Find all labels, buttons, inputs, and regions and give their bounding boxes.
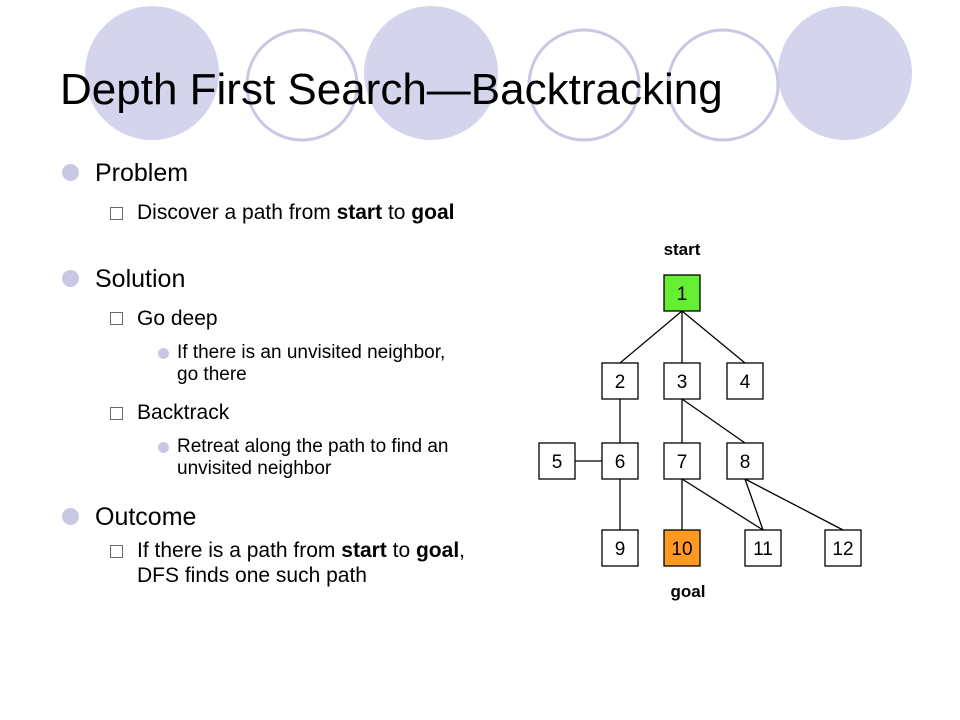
problem-heading: Problem [95,159,189,187]
tree-node-label: 4 [740,372,751,393]
tree-edge-1-2 [619,310,683,364]
tree-node-label: 8 [740,452,751,473]
tree-edge-3-8 [681,398,746,444]
tree-node-box [601,442,639,480]
tree-node-label: 3 [677,372,688,393]
text-fragment: If there is a path from [137,539,342,562]
text-fragment: , DFS finds one such path [137,539,465,587]
tree-node-label: 11 [753,539,773,560]
tree-edge-1-4 [681,310,746,364]
tree-node-6: 6 [601,442,639,480]
decorative-circles [85,6,912,142]
tree-node-9: 9 [601,529,639,567]
bullet-dot-icon [158,442,169,453]
tree-node-label: 12 [832,539,853,560]
outcome-item: If there is a path from start to goal, D… [137,538,492,588]
decor-circle [85,6,219,140]
tree-node-label: 7 [677,452,688,473]
tree-node-label: 2 [615,372,626,393]
tree-node-1: 1 [663,274,701,312]
tree-node-box [601,529,639,567]
tree-node-8: 8 [726,442,764,480]
goal-keyword: goal [415,539,460,562]
tree-node-2: 2 [601,362,639,400]
bullet-dot-icon [62,508,79,525]
tree-edges [575,310,844,531]
text-fragment: to [382,201,412,224]
solution-heading: Solution [95,265,186,293]
goal-keyword: goal [411,201,455,224]
bullet-dot-icon [62,164,79,181]
tree-node-10: 10 [663,529,701,567]
tree-node-box [663,442,701,480]
tree-node-box [663,274,701,312]
tree-node-label: 5 [552,452,563,473]
slide-title: Depth First Search—Backtracking [60,65,723,114]
start-label: start [664,240,701,259]
text-fragment: to [386,539,416,562]
decor-circle [778,6,912,140]
square-bullet-icon [110,312,123,325]
tree-node-box [601,362,639,400]
tree-edge-8-12 [744,478,844,531]
decor-circle [364,6,498,140]
tree-node-7: 7 [663,442,701,480]
tree-node-box [744,529,782,567]
tree-node-box [663,362,701,400]
tree-node-12: 12 [824,529,862,567]
backtrack-item: Backtrack [137,401,230,424]
tree-node-label: 1 [677,284,688,305]
decor-ring [245,28,359,142]
backtrack-detail: Retreat along the path to find an unvisi… [177,436,449,479]
square-bullet-icon [110,207,123,220]
decor-ring [666,28,780,142]
tree-node-label: 10 [671,539,692,560]
tree-edge-7-11 [681,478,764,531]
start-keyword: start [341,539,387,562]
go-deep-item: Go deep [137,307,218,330]
tree-node-box [726,362,764,400]
tree-node-11: 11 [744,529,782,567]
tree-node-box [538,442,576,480]
tree-node-box [726,442,764,480]
tree-node-4: 4 [726,362,764,400]
tree-node-box [824,529,862,567]
bullet-dot-icon [62,270,79,287]
tree-node-label: 9 [615,539,626,560]
outcome-heading: Outcome [95,503,197,531]
start-keyword: start [336,201,383,224]
tree-node-label: 6 [615,452,626,473]
goal-label: goal [671,582,706,601]
tree-node-3: 3 [663,362,701,400]
tree-node-5: 5 [538,442,576,480]
problem-item: Discover a path from start to goal [137,200,487,225]
square-bullet-icon [110,407,123,420]
square-bullet-icon [110,545,123,558]
tree-edge-8-11 [744,478,764,531]
bullet-dot-icon [158,348,169,359]
decor-ring [527,28,641,142]
text-fragment: Discover a path from [137,201,337,224]
tree-node-box [663,529,701,567]
go-deep-detail: If there is an unvisited neighbor, go th… [177,342,446,385]
